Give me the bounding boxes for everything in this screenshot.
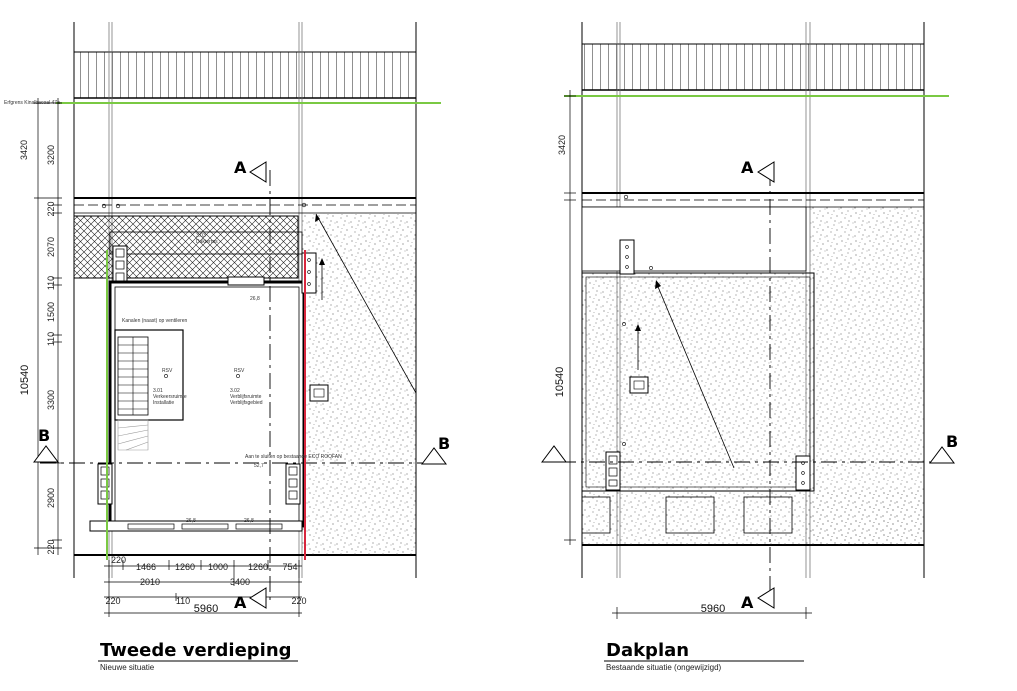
- main-room-name: Verblijfsruimte: [230, 394, 262, 400]
- dim-v-220-bottom: 220: [46, 539, 56, 554]
- dim-h-overall-right: 5960: [701, 603, 725, 615]
- dim-v-1500: 1500: [46, 302, 56, 322]
- main-room-sub: Verblijfsgebied: [230, 400, 263, 406]
- dim-h-220-a: 220: [111, 555, 126, 565]
- roof-terrace-name: Dakterras: [196, 239, 218, 245]
- section-a-top-left: A: [234, 158, 247, 177]
- section-arrow-a-bottom-left: [249, 587, 267, 609]
- horizontal-dimension-chain-left: [104, 560, 302, 617]
- stair-room-name: Verkeersruimte: [153, 394, 187, 400]
- dim-v-2900: 2900: [46, 488, 56, 508]
- vertical-dimension-chain-right: [564, 90, 576, 545]
- dim-v-overall-left: 10540: [19, 365, 31, 396]
- section-b-left-mark: B: [38, 426, 50, 445]
- section-arrow-a-bottom-right: [757, 587, 775, 609]
- right-plan-subtitle: Bestaande situatie (ongewijzigd): [606, 663, 722, 672]
- left-plan-title: Tweede verdieping: [100, 640, 292, 661]
- roof-terrace-hatched: [73, 215, 299, 279]
- dim-v-110-a: 110: [46, 276, 56, 290]
- right-plan-title: Dakplan: [606, 640, 689, 661]
- gravel-roof-left: [302, 213, 416, 555]
- neighbour-roof-right: [581, 43, 925, 91]
- dim-v-3300: 3300: [46, 390, 56, 410]
- dim-h-2010: 2010: [140, 577, 160, 587]
- dim-h-220-b: 220: [105, 596, 120, 606]
- reference-label: Erfgrens Kinalbacoal 47a: [4, 100, 60, 106]
- section-b-right-mark-right-plan: B: [946, 432, 958, 451]
- level-bottom-left: 26,8: [186, 518, 196, 524]
- section-arrow-b-left: [33, 445, 59, 463]
- rsv-label-2: RSV: [234, 368, 245, 374]
- section-arrow-b-left-right-plan: [541, 445, 567, 463]
- dim-v-3200: 3200: [46, 145, 56, 165]
- neighbour-roof-left: [73, 51, 417, 99]
- left-plan-subtitle: Nieuwe situatie: [100, 663, 155, 672]
- section-arrow-a-top-right: [757, 161, 775, 183]
- rsv-label-1: RSV: [162, 368, 173, 374]
- dim-v-2070: 2070: [46, 237, 56, 257]
- dim-h-3400: 3400: [230, 577, 250, 587]
- section-arrow-b-right: [421, 447, 447, 465]
- dim-h-220-c: 220: [291, 596, 306, 606]
- horizontal-dimension-chain-right: [612, 607, 812, 619]
- dim-h-754: 754: [282, 562, 297, 572]
- vertical-dimension-chain-left: [34, 98, 62, 555]
- dim-h-110: 110: [176, 596, 190, 606]
- stair-room-sub: Installatie: [153, 400, 174, 406]
- dim-v-220-top: 220: [46, 201, 56, 216]
- right-plan: 3420 10540 5960 A A B Dakplan Bestaande …: [541, 22, 958, 672]
- note-stair: Kanalen (naast) op ventileren: [122, 318, 188, 324]
- section-b-right-mark: B: [438, 434, 450, 453]
- left-plan: Erfgrens Kinalbacoal 47a: [4, 22, 450, 672]
- roof-terrace-code: 3.03: [196, 233, 206, 239]
- section-a-bottom-right: A: [741, 593, 754, 612]
- section-arrow-a-top-left: [249, 161, 267, 183]
- dim-h-1000: 1000: [208, 562, 228, 572]
- stair-room: [114, 329, 184, 421]
- stair-room-code: 3.01: [153, 388, 163, 394]
- dim-v-3420-right: 3420: [557, 135, 567, 155]
- dim-h-1260-b: 1260: [248, 562, 268, 572]
- dim-v-110-b: 110: [46, 332, 56, 346]
- dim-v-overall-right: 10540: [554, 367, 566, 398]
- note-facade: Aan te sluiten op bestaande ECO ROOFAN: [245, 454, 342, 460]
- section-arrow-b-right-right-plan: [929, 446, 955, 464]
- gravel-roof-right-a: [810, 207, 924, 545]
- main-room-code: 3.02: [230, 388, 240, 394]
- level-bottom-right: 26,8: [244, 518, 254, 524]
- dim-v-3420: 3420: [19, 140, 29, 160]
- level-top: 26,8: [250, 296, 260, 302]
- section-a-bottom-left: A: [234, 593, 247, 612]
- dim-h-overall-left: 5960: [194, 603, 218, 615]
- dim-h-1466: 1466: [136, 562, 156, 572]
- level-mid: 52,7: [254, 463, 264, 469]
- dim-h-1260-a: 1260: [175, 562, 195, 572]
- section-a-top-right: A: [741, 158, 754, 177]
